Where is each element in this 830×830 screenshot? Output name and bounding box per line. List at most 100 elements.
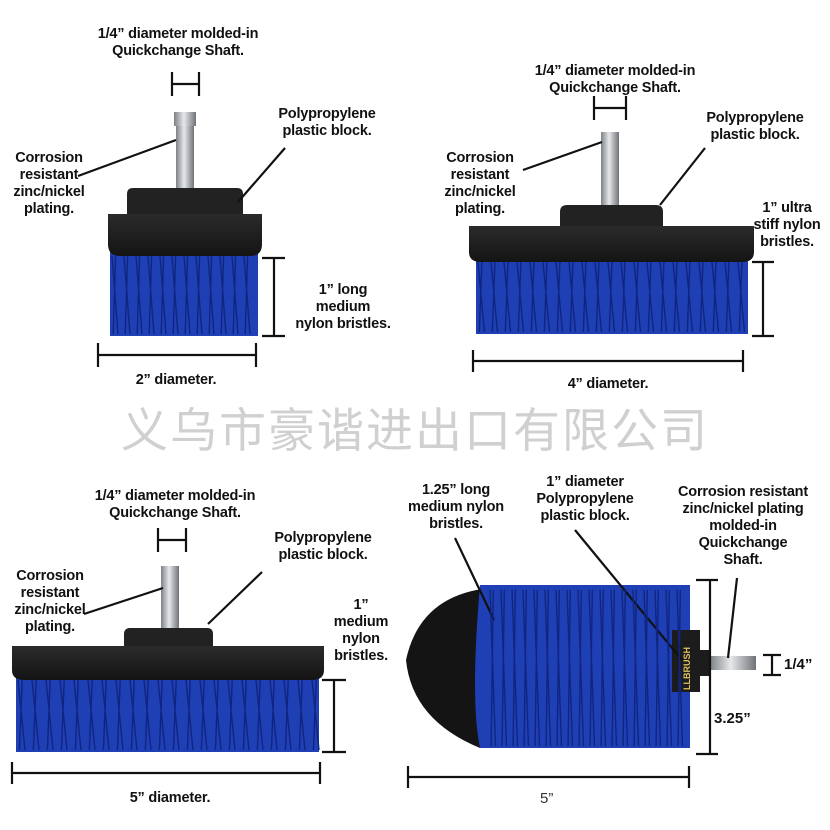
diameter-dim-5in <box>10 762 322 784</box>
strands-4in-strand <box>659 261 668 333</box>
strands-4in-strand <box>516 261 525 333</box>
bristles-dark-tip <box>406 588 495 748</box>
strands-cyl-strand <box>676 589 684 747</box>
bristle-dim-5in <box>322 678 346 754</box>
block-label-5in: Polypropylene plastic block. <box>274 530 372 563</box>
diameter-dim-4in <box>471 350 745 372</box>
collar-cylinder <box>700 650 710 676</box>
strands-5in-strand <box>283 679 292 751</box>
strands-cyl-strand <box>665 589 673 747</box>
diameter-label-2in: 2” diameter. <box>135 372 217 388</box>
strands-4in-strand <box>633 261 642 333</box>
strands-cyl-strand <box>610 589 618 747</box>
strands-2in-strand <box>219 255 227 335</box>
strands-5in-strand <box>241 679 250 751</box>
strands-5in-strand <box>87 679 96 751</box>
strands-4in-strand <box>724 261 733 333</box>
strands-5in-strand <box>45 679 54 751</box>
shaft-tip-2in <box>174 112 196 126</box>
diameter-label-5in: 5” diameter. <box>129 790 211 806</box>
plating-pointer-4in <box>522 140 603 172</box>
strands-5in-strand <box>17 679 26 751</box>
shaft-dim-5in <box>156 528 188 552</box>
strands-4in-strand <box>620 261 629 333</box>
shaft-label-2in: 1/4” diameter molded-in Quickchange Shaf… <box>97 26 259 59</box>
strands-4in-strand <box>503 261 512 333</box>
strands-2in-strand <box>135 255 143 335</box>
height-dim-label-cyl: 3.25” <box>714 710 751 727</box>
strands-cyl-strand <box>632 589 640 747</box>
block-top-2in <box>127 188 243 214</box>
shaft-dim-label-cyl: 1/4” <box>784 656 813 673</box>
block-label-4in: Polypropylene plastic block. <box>706 110 804 143</box>
strands-2in-strand <box>111 255 119 335</box>
strands-cyl-strand <box>522 589 530 747</box>
strands-5in-strand <box>73 679 82 751</box>
block-pointer-5in <box>207 571 263 625</box>
strands-2in-strand <box>171 255 179 335</box>
strands-5in-strand <box>269 679 278 751</box>
bristle-label-5in: 1” medium nylon bristles. <box>333 597 389 664</box>
block-top-4in <box>560 205 663 226</box>
strands-cyl <box>489 589 684 747</box>
strands-5in-strand <box>157 679 166 751</box>
strands-2in-strand <box>147 255 155 335</box>
strands-4in-strand <box>685 261 694 333</box>
plating-label-cyl: Corrosion resistant zinc/nickel plating … <box>678 484 808 568</box>
shaft-5in <box>161 566 179 628</box>
block-label-2in: Polypropylene plastic block. <box>278 106 376 139</box>
strands-cyl-strand <box>533 589 541 747</box>
bristle-pointer-cyl <box>454 537 495 621</box>
strands-2in-strand <box>183 255 191 335</box>
strands-2in-strand <box>231 255 239 335</box>
brush-5in <box>12 566 324 752</box>
length-dim-label-cyl: 5” <box>540 790 554 807</box>
plating-pointer-cyl <box>726 577 739 659</box>
strands-5in-strand <box>115 679 124 751</box>
block-pointer-cyl <box>574 529 683 661</box>
block-pointer-4in <box>659 147 706 206</box>
strands-2in-strand <box>207 255 215 335</box>
strands-2in-strand <box>195 255 203 335</box>
strands-cyl-strand <box>489 589 497 747</box>
brush-2in <box>108 112 262 336</box>
strands-4in-strand <box>477 261 486 333</box>
strands-4in-strand <box>711 261 720 333</box>
bristle-label-2in: 1” long medium nylon bristles. <box>295 282 391 332</box>
strands-4in-strand <box>737 261 746 333</box>
shaft-dim-2in <box>170 72 201 96</box>
bristle-dim-4in <box>752 260 774 338</box>
strands-4in-strand <box>607 261 616 333</box>
strands-5in-strand <box>101 679 110 751</box>
strands-5in-strand <box>31 679 40 751</box>
block-cylinder <box>672 630 700 692</box>
length-dim-cyl <box>406 766 691 788</box>
shaft-2in <box>176 112 194 188</box>
strands-5in-strand <box>185 679 194 751</box>
strands-cyl-strand <box>643 589 651 747</box>
strands-5in-strand <box>297 679 306 751</box>
plating-label-4in: Corrosion resistant zinc/nickel plating. <box>444 150 516 217</box>
strands-5in-strand <box>59 679 68 751</box>
strands-5in-strand <box>213 679 222 751</box>
strands-2in-strand <box>243 255 251 335</box>
strands-cyl-strand <box>511 589 519 747</box>
strands-5in-strand <box>129 679 138 751</box>
strands-cyl-strand <box>500 589 508 747</box>
strands-4in-strand <box>594 261 603 333</box>
block-label-cyl: 1” diameter Polypropylene plastic block. <box>536 474 634 524</box>
shaft-cylinder <box>710 656 756 670</box>
height-dim-cyl <box>696 578 718 756</box>
strands-5in-strand <box>227 679 236 751</box>
strands-5in-strand <box>143 679 152 751</box>
strands-4in-strand <box>542 261 551 333</box>
bristle-label-4in: 1” ultra stiff nylon bristles. <box>753 200 821 250</box>
plating-label-5in: Corrosion resistant zinc/nickel plating. <box>14 568 86 635</box>
diameter-label-4in: 4” diameter. <box>567 376 649 392</box>
strands-cyl-strand <box>555 589 563 747</box>
strands-4in-strand <box>568 261 577 333</box>
strands-cyl-strand <box>577 589 585 747</box>
shaft-dim-4in <box>592 96 628 120</box>
strands-5in-strand <box>199 679 208 751</box>
